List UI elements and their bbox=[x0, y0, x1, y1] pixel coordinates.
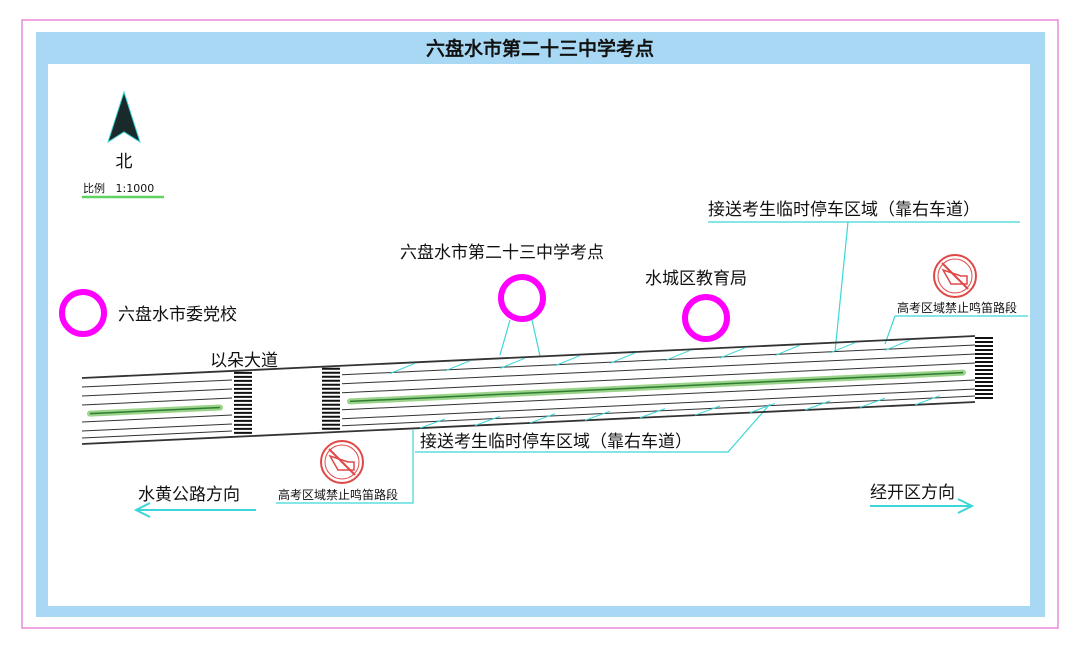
road-edge bbox=[231, 430, 343, 438]
parking-hatch bbox=[499, 357, 526, 369]
place-label-education-bureau: 水城区教育局 bbox=[645, 269, 747, 289]
road-yiduo-avenue bbox=[81, 335, 993, 445]
leader-lines bbox=[276, 221, 1028, 504]
north-label: 北 bbox=[116, 152, 133, 172]
north-arrow-icon bbox=[107, 90, 141, 144]
parking-zone-label-bottom: 接送考生临时停车区域（靠右车道） bbox=[420, 432, 692, 452]
lane-line bbox=[81, 414, 233, 423]
parking-hatch bbox=[749, 402, 776, 414]
parking-hatch bbox=[609, 352, 636, 364]
median-line bbox=[89, 406, 221, 415]
lane-line bbox=[341, 353, 976, 385]
place-label-exam-school: 六盘水市第二十三中学考点 bbox=[400, 243, 604, 263]
parking-hatch bbox=[804, 400, 831, 411]
parking-hatch bbox=[884, 339, 911, 351]
no-horn-label-bottom: 高考区域禁止鸣笛路段 bbox=[278, 487, 398, 502]
parking-hatch bbox=[529, 413, 556, 424]
lane-line bbox=[341, 388, 976, 420]
map-title: 六盘水市第二十三中学考点 bbox=[426, 37, 654, 60]
parking-hatch bbox=[829, 342, 856, 354]
parking-hatch bbox=[639, 408, 666, 419]
lane-line bbox=[341, 362, 976, 394]
lane-line bbox=[81, 370, 233, 379]
parking-hatch bbox=[584, 410, 611, 421]
marker-party-school bbox=[59, 289, 107, 337]
no-horn-label-top: 高考区域禁止鸣笛路段 bbox=[897, 300, 1017, 315]
direction-left-label: 水黄公路方向 bbox=[138, 485, 240, 505]
arrow-right-icon bbox=[870, 498, 975, 514]
parking-hatch bbox=[664, 349, 691, 362]
outer-border bbox=[21, 19, 1059, 629]
no-horn-icon bbox=[320, 440, 364, 484]
parking-hatch bbox=[419, 418, 446, 429]
lane-line bbox=[81, 430, 233, 439]
parking-hatch bbox=[914, 395, 941, 406]
lane-line bbox=[341, 379, 976, 411]
parking-hatch bbox=[554, 355, 581, 367]
no-horn-icon bbox=[933, 254, 977, 298]
road-edge bbox=[231, 364, 343, 372]
direction-right-label: 经开区方向 bbox=[870, 483, 955, 503]
lane-line bbox=[81, 379, 233, 388]
parking-zone-label-top: 接送考生临时停车区域（靠右车道） bbox=[708, 200, 980, 220]
median-line bbox=[349, 371, 964, 403]
parking-hatch bbox=[774, 344, 801, 356]
lane-line bbox=[341, 335, 976, 367]
lane-line bbox=[81, 397, 233, 406]
lane-line bbox=[81, 436, 233, 445]
parking-hatch bbox=[859, 397, 886, 408]
parking-hatch bbox=[444, 360, 471, 372]
parking-hatch bbox=[474, 415, 501, 426]
parking-hatch bbox=[389, 362, 416, 374]
arrow-left-icon bbox=[133, 502, 256, 518]
lane-line bbox=[341, 401, 976, 433]
map-canvas bbox=[48, 64, 1030, 606]
parking-hatch bbox=[719, 347, 746, 359]
parking-hatch bbox=[694, 405, 721, 416]
lane-line bbox=[81, 423, 233, 432]
road-name-label: 以朵大道 bbox=[210, 351, 278, 371]
marker-exam-school bbox=[498, 274, 546, 322]
scale-label: 比例 1:1000 bbox=[83, 181, 154, 195]
marker-education-bureau bbox=[682, 294, 730, 342]
lane-line bbox=[81, 388, 233, 397]
place-label-party-school: 六盘水市委党校 bbox=[118, 305, 237, 325]
